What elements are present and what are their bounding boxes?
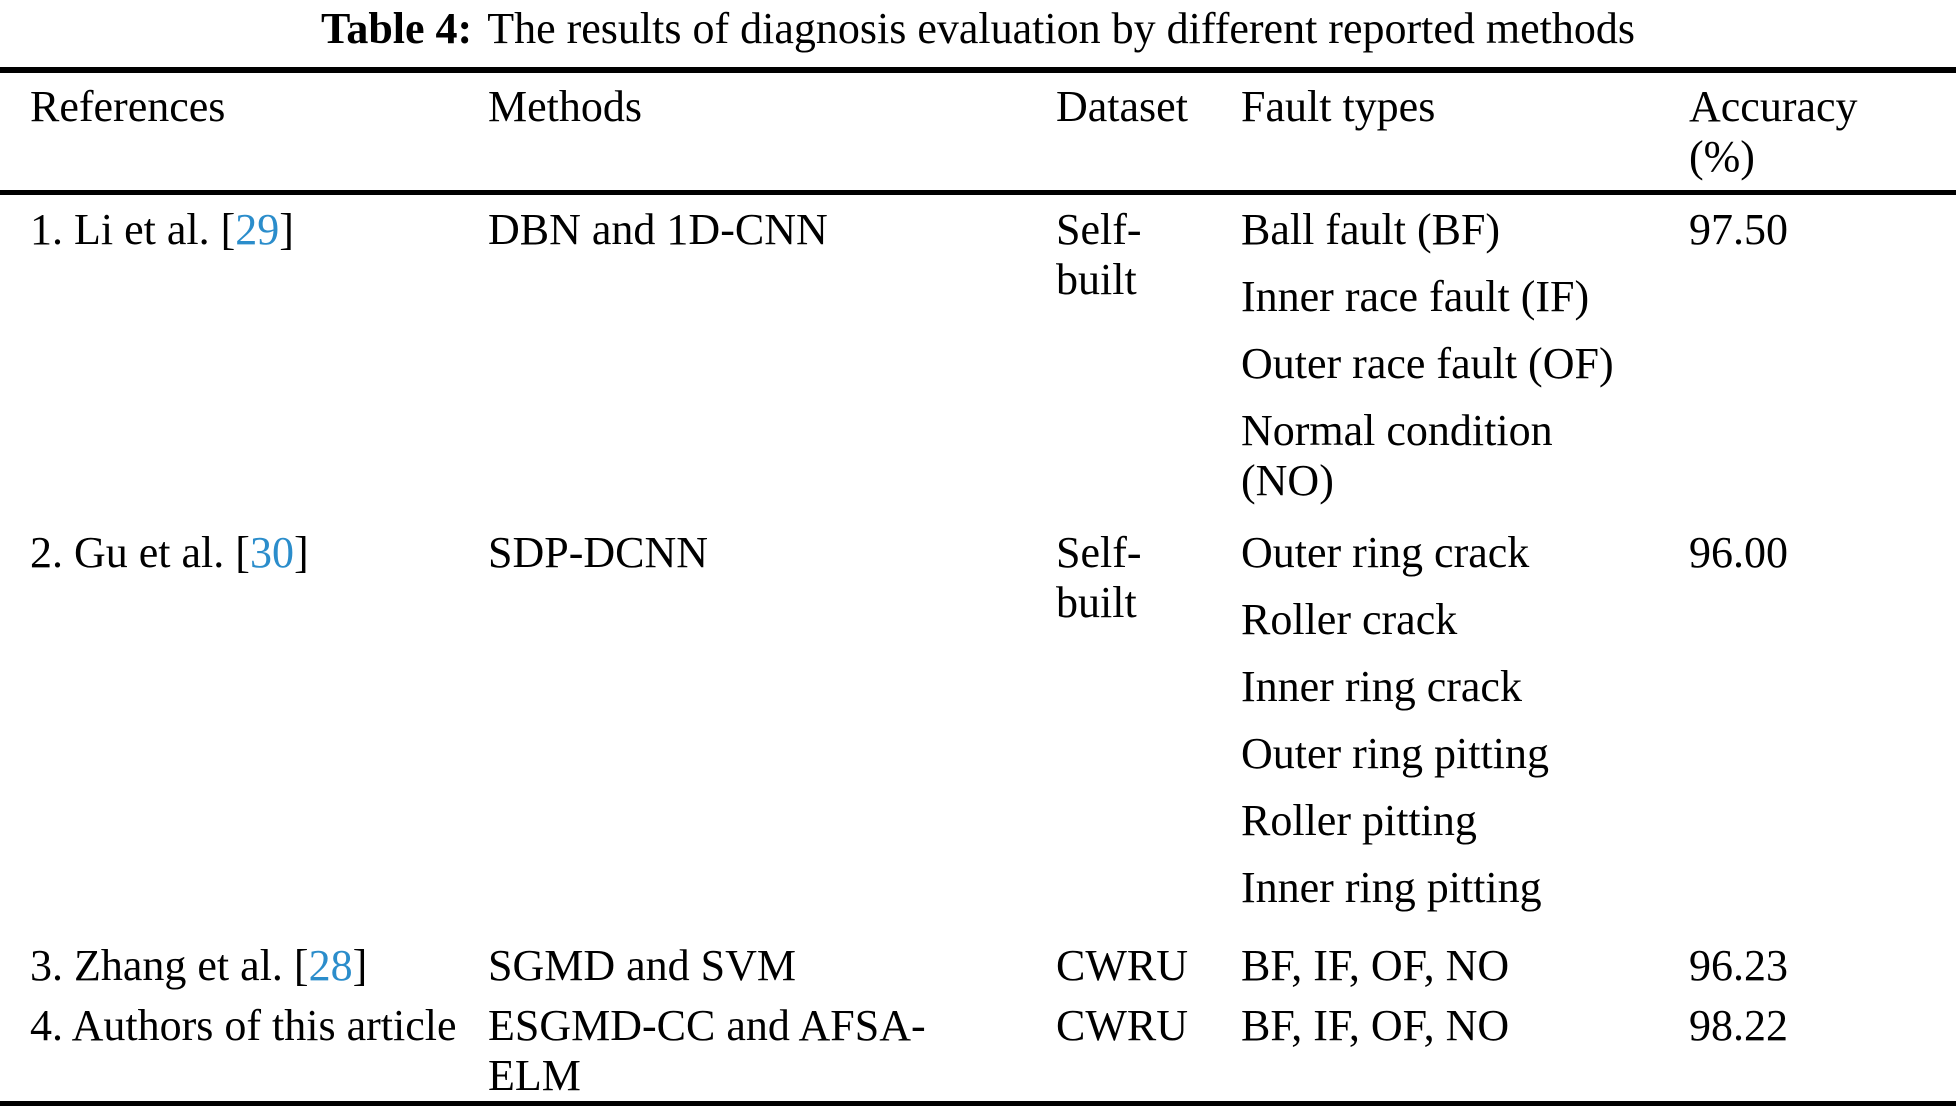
dataset-cell: CWRU bbox=[1056, 941, 1188, 990]
reference-cell: 1. Li et al. [29] bbox=[0, 193, 488, 519]
reference-cell: 3. Zhang et al. [28] bbox=[0, 931, 488, 991]
table-row: 4. Authors of this article ESGMD-CC and … bbox=[0, 991, 1956, 1104]
fault-type-item: Inner ring pitting bbox=[1241, 863, 1542, 912]
fault-types-cell: BF, IF, OF, NO bbox=[1241, 931, 1689, 991]
methods-cell: SGMD and SVM bbox=[488, 941, 797, 990]
reference-text: 4. Authors of this article bbox=[30, 1001, 457, 1050]
accuracy-cell: 98.22 bbox=[1689, 1001, 1788, 1050]
methods-cell: ESGMD-CC and AFSA-ELM bbox=[488, 1001, 926, 1100]
accuracy-cell: 96.00 bbox=[1689, 528, 1788, 577]
fault-type-item: Normal condition (NO) bbox=[1241, 406, 1553, 505]
table-caption-label: Table 4: bbox=[321, 4, 473, 53]
citation-link[interactable]: 29 bbox=[235, 205, 280, 254]
header-dataset: Dataset bbox=[1056, 82, 1188, 131]
accuracy-cell: 97.50 bbox=[1689, 205, 1788, 254]
reference-text: 1. Li et al. bbox=[30, 205, 221, 254]
fault-types-cell: Outer ring crack Roller crack Inner ring… bbox=[1241, 518, 1689, 931]
fault-type-item: BF, IF, OF, NO bbox=[1241, 941, 1510, 990]
header-row: References Methods Dataset Fault types A… bbox=[0, 70, 1956, 193]
table-caption-text: The results of diagnosis evaluation by d… bbox=[487, 4, 1635, 53]
fault-type-item: Ball fault (BF) bbox=[1241, 205, 1501, 254]
dataset-cell: CWRU bbox=[1056, 1001, 1188, 1050]
table-row: 2. Gu et al. [30] SDP-DCNN Self-built Ou… bbox=[0, 518, 1956, 931]
reference-text: 3. Zhang et al. bbox=[30, 941, 294, 990]
header-references: References bbox=[30, 82, 226, 131]
header-accuracy: Accuracy (%) bbox=[1689, 82, 1858, 181]
dataset-cell: Self-built bbox=[1056, 528, 1142, 627]
reference-text: 2. Gu et al. bbox=[30, 528, 236, 577]
results-table: References Methods Dataset Fault types A… bbox=[0, 67, 1956, 1106]
fault-type-item: Inner race fault (IF) bbox=[1241, 272, 1590, 321]
fault-type-item: Inner ring crack bbox=[1241, 662, 1522, 711]
fault-types-cell: BF, IF, OF, NO bbox=[1241, 991, 1689, 1104]
dataset-cell: Self-built bbox=[1056, 205, 1142, 304]
citation-bracket-close: ] bbox=[279, 205, 294, 254]
table-row: 1. Li et al. [29] DBN and 1D-CNN Self-bu… bbox=[0, 193, 1956, 519]
fault-type-item: BF, IF, OF, NO bbox=[1241, 1001, 1510, 1050]
citation-bracket-open: [ bbox=[235, 528, 250, 577]
header-methods: Methods bbox=[488, 82, 642, 131]
citation-link[interactable]: 30 bbox=[249, 528, 294, 577]
fault-type-item: Outer ring crack bbox=[1241, 528, 1530, 577]
citation-bracket-open: [ bbox=[293, 941, 309, 990]
citation-bracket-close: ] bbox=[352, 941, 368, 990]
methods-cell: DBN and 1D-CNN bbox=[488, 205, 828, 254]
fault-type-item: Roller crack bbox=[1241, 595, 1458, 644]
fault-type-item: Outer race fault (OF) bbox=[1241, 339, 1614, 388]
citation-bracket-open: [ bbox=[220, 205, 236, 254]
header-fault-types: Fault types bbox=[1241, 82, 1436, 131]
citation-link[interactable]: 28 bbox=[308, 941, 353, 990]
table-caption: Table 4: The results of diagnosis evaluat… bbox=[0, 0, 1956, 56]
citation-bracket-close: ] bbox=[293, 528, 309, 577]
accuracy-cell: 96.23 bbox=[1689, 941, 1788, 990]
table-row: 3. Zhang et al. [28] SGMD and SVM CWRU B… bbox=[0, 931, 1956, 991]
fault-type-item: Roller pitting bbox=[1241, 796, 1477, 845]
reference-cell: 4. Authors of this article bbox=[0, 991, 488, 1104]
fault-type-item: Outer ring pitting bbox=[1241, 729, 1549, 778]
methods-cell: SDP-DCNN bbox=[488, 528, 709, 577]
reference-cell: 2. Gu et al. [30] bbox=[0, 518, 488, 931]
fault-types-cell: Ball fault (BF) Inner race fault (IF) Ou… bbox=[1241, 193, 1689, 519]
